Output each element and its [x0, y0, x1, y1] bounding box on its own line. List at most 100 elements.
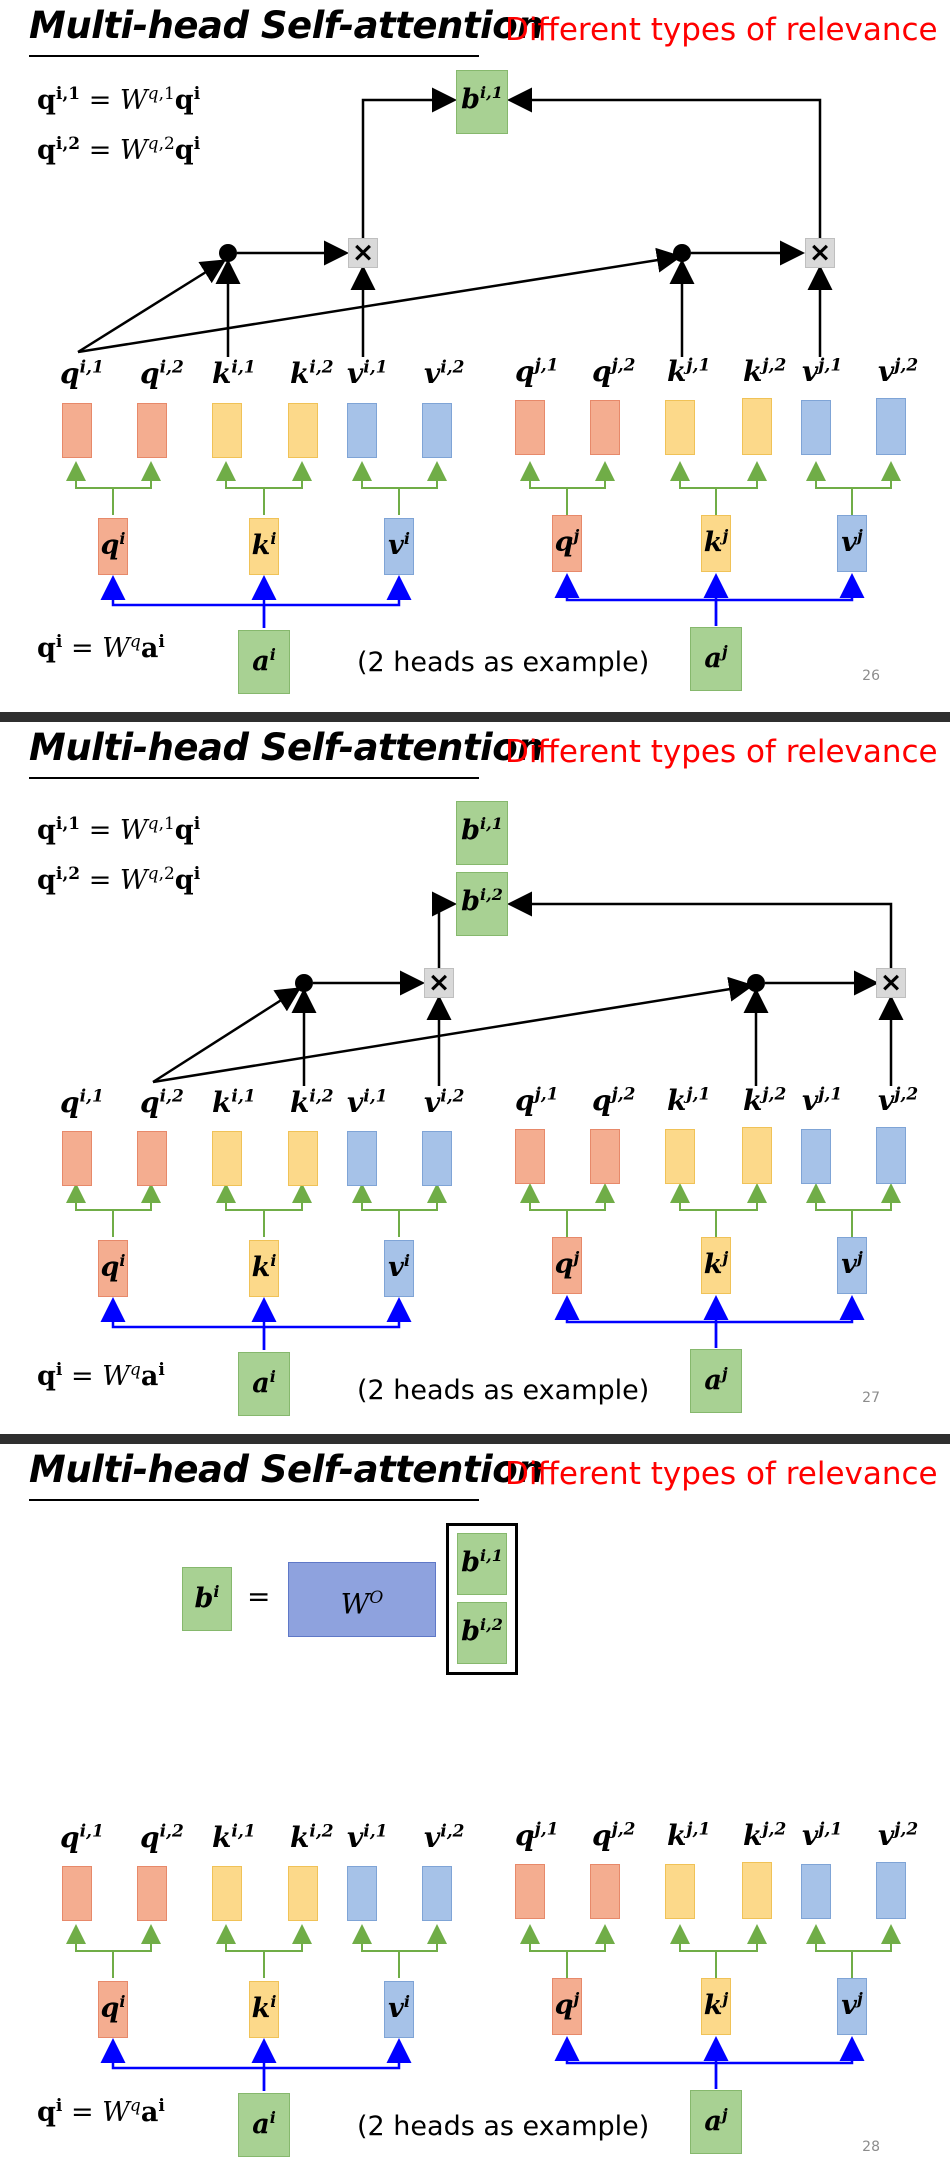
label-k-i2: ki,2	[290, 1821, 334, 1854]
input-label: aj	[704, 1364, 728, 1396]
equals-sign: =	[247, 1580, 271, 1613]
vector-label: vi	[388, 1251, 410, 1283]
dot-product-node	[219, 244, 237, 262]
label-v-i2: vi,2	[424, 357, 465, 390]
vector-label: ki	[251, 1992, 277, 2024]
vector-k-j1	[665, 1864, 695, 1919]
input-label: aj	[704, 642, 728, 674]
input-a-i: ai	[238, 630, 290, 694]
label-v-j2: vj,2	[878, 355, 919, 388]
vector-v-j2	[876, 398, 906, 455]
output-label: bi,1	[461, 814, 503, 846]
multiply-icon: ×	[805, 238, 835, 268]
dot-product-node	[747, 974, 765, 992]
vector-q-j1	[515, 1864, 545, 1919]
input-label: aj	[704, 2105, 728, 2137]
output-b-i1: bi,1	[456, 70, 508, 134]
vector-k-j1	[665, 400, 695, 455]
vector-k-i: ki	[249, 518, 279, 575]
slide-title: Multi-head Self-attention	[29, 4, 543, 47]
vector-v-j2	[876, 1127, 906, 1184]
vector-q-i2	[137, 403, 167, 458]
output-b-i: bi	[182, 1567, 232, 1631]
vector-k-j2	[742, 1862, 772, 1919]
vector-q-i1	[62, 403, 92, 458]
vector-v-j1	[801, 1129, 831, 1184]
page-number: 27	[862, 1390, 880, 1406]
vector-label: vj	[841, 1248, 863, 1280]
vector-v-j2	[876, 1862, 906, 1919]
equation-q2: qi,2 = Wq,2qi	[37, 134, 201, 166]
input-a-i: ai	[238, 2093, 290, 2157]
equation-q-from-a: qi = Wqai	[37, 2096, 165, 2128]
slide-subtitle: Different types of relevance	[505, 1456, 938, 1492]
page-number: 28	[862, 2139, 880, 2155]
vector-label: qi	[100, 1251, 126, 1283]
vector-v-i: vi	[384, 1981, 414, 2038]
label-q-j2: qj,2	[592, 1084, 636, 1117]
vector-label: qj	[554, 1248, 580, 1280]
vector-q-i: qi	[98, 518, 128, 575]
label-v-j2: vj,2	[878, 1819, 919, 1852]
title-underline	[29, 777, 479, 779]
concat-bracket	[446, 1523, 518, 1675]
slide-title: Multi-head Self-attention	[29, 1448, 543, 1491]
slide-separator	[0, 1434, 950, 1444]
vector-label: vj	[841, 526, 863, 558]
equation-q-from-a: qi = Wqai	[37, 1360, 165, 1392]
vector-v-j1	[801, 1864, 831, 1919]
equation-q1: qi,1 = Wq,1qi	[37, 814, 201, 846]
label-k-j2: kj,2	[743, 1819, 787, 1852]
vector-v-i: vi	[384, 1240, 414, 1297]
multiply-icon: ×	[424, 968, 454, 998]
example-note: (2 heads as example)	[357, 2111, 650, 2142]
slide-subtitle: Different types of relevance	[505, 734, 938, 770]
vector-q-i2	[137, 1866, 167, 1921]
vector-v-i1	[347, 403, 377, 458]
slide-title: Multi-head Self-attention	[29, 726, 543, 769]
vector-q-i2	[137, 1131, 167, 1186]
output-b-i2: bi,2	[457, 1602, 507, 1664]
input-a-j: aj	[690, 627, 742, 691]
label-q-i2: qi,2	[140, 1086, 184, 1119]
label-k-i1: ki,1	[212, 357, 256, 390]
vector-q-i: qi	[98, 1240, 128, 1297]
label-k-j2: kj,2	[743, 1084, 787, 1117]
output-projection-matrix: WO	[288, 1562, 436, 1637]
vector-q-j2	[590, 400, 620, 455]
vector-label: qj	[554, 1989, 580, 2021]
vector-q-j: qj	[552, 1978, 582, 2035]
multiply-icon: ×	[876, 968, 906, 998]
vector-label: qj	[554, 526, 580, 558]
vector-label: kj	[703, 1989, 729, 2021]
label-q-j1: qj,1	[515, 1819, 559, 1852]
vector-label: qi	[100, 529, 126, 561]
attention-arrows	[66, 87, 901, 628]
output-label: bi,2	[461, 1615, 503, 1647]
example-note: (2 heads as example)	[357, 1375, 650, 1406]
vector-label: vi	[388, 529, 410, 561]
equation-q-from-a: qi = Wqai	[37, 632, 165, 664]
label-v-j1: vj,1	[802, 1084, 843, 1117]
vector-k-i2	[288, 1131, 318, 1186]
output-label: bi,1	[461, 1546, 503, 1578]
label-k-j1: kj,1	[667, 355, 711, 388]
page-number: 26	[862, 668, 880, 684]
label-q-j1: qj,1	[515, 355, 559, 388]
input-label: ai	[252, 2108, 276, 2140]
label-v-j1: vj,1	[802, 1819, 843, 1852]
label-k-i1: ki,1	[212, 1821, 256, 1854]
label-v-i2: vi,2	[424, 1821, 465, 1854]
label-q-j1: qj,1	[515, 1084, 559, 1117]
vector-k-j: kj	[701, 515, 731, 572]
attention-arrows	[66, 891, 904, 1350]
vector-v-j: vj	[837, 1978, 867, 2035]
label-v-j2: vj,2	[878, 1084, 919, 1117]
vector-q-j: qj	[552, 515, 582, 572]
dot-product-node	[295, 974, 313, 992]
vector-v-i: vi	[384, 518, 414, 575]
slide-separator	[0, 712, 950, 722]
label-q-i1: qi,1	[60, 357, 104, 390]
label-v-j1: vj,1	[802, 355, 843, 388]
label-v-i1: vi,1	[347, 1086, 388, 1119]
